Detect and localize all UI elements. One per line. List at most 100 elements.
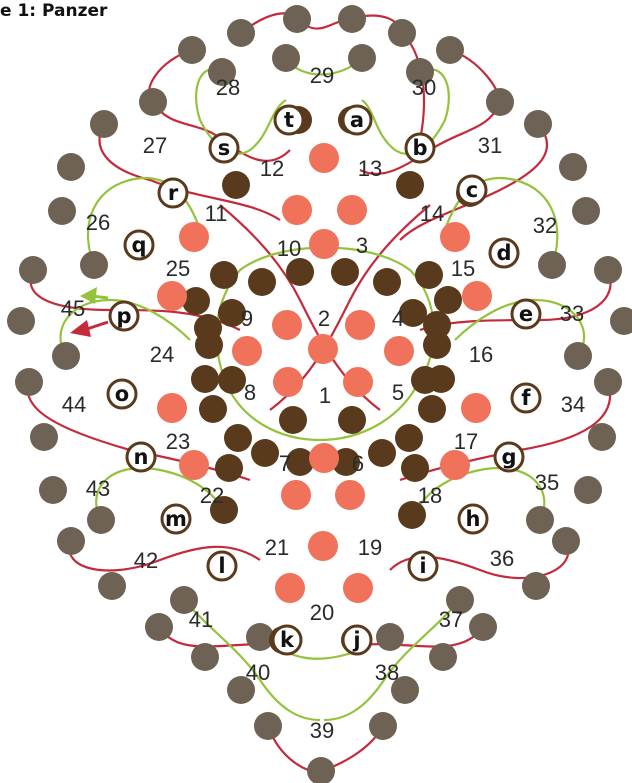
region-number: 44 [62, 392, 86, 417]
region-number: 32 [533, 213, 557, 238]
red-thread [399, 123, 549, 241]
red-thread [98, 123, 281, 221]
inner-bead [332, 448, 360, 476]
outer-bead [446, 586, 474, 614]
inner-bead [286, 258, 314, 286]
anchor-letter: a [350, 108, 364, 132]
accent-bead [308, 334, 338, 364]
inner-bead [411, 366, 439, 394]
anchor-ring [208, 132, 240, 164]
anchor-letter: m [165, 507, 187, 531]
anchor-letter: g [501, 445, 516, 469]
region-number: 38 [375, 660, 399, 685]
anchor-l: l [206, 550, 238, 582]
red-thread [359, 48, 502, 175]
outer-bead [254, 712, 282, 740]
anchor-letter: q [131, 233, 146, 257]
region-number: 5 [392, 380, 404, 405]
outer-bead [283, 5, 311, 33]
region-number: 35 [535, 470, 559, 495]
inner-bead [210, 496, 238, 524]
outer-bead [30, 423, 58, 451]
accent-bead [335, 480, 365, 510]
accent-bead [461, 393, 491, 423]
anchor-letter: c [466, 178, 478, 202]
region-number: 45 [61, 296, 85, 321]
outer-bead [307, 757, 335, 783]
green-thread [183, 599, 321, 722]
anchor-ring [510, 298, 542, 330]
accent-bead [275, 573, 305, 603]
outer-bead [57, 527, 85, 555]
accent-bead [281, 480, 311, 510]
accent-bead [384, 336, 414, 366]
outer-bead [48, 197, 76, 225]
anchor-b: b [404, 132, 436, 164]
inner-bead [222, 171, 250, 199]
accent-bead [343, 367, 373, 397]
green-thread [86, 177, 202, 266]
inner-bead [279, 406, 307, 434]
inner-bead [423, 311, 451, 339]
region-number: 37 [439, 607, 463, 632]
outer-bead [522, 572, 550, 600]
outer-bead [246, 623, 274, 651]
anchor-i: i [407, 550, 439, 582]
anchor-ring [510, 382, 542, 414]
anchor-r: r [157, 177, 189, 209]
anchor-e: e [510, 298, 542, 330]
outer-bead [369, 712, 397, 740]
anchor-h: h [457, 503, 489, 535]
outer-bead [594, 256, 622, 284]
anchor-m: m [160, 503, 192, 535]
anchor-letter: r [168, 181, 179, 205]
outer-bead [19, 256, 47, 284]
region-number: 28 [216, 75, 240, 100]
anchor-letter: o [115, 382, 129, 406]
region-number: 29 [310, 63, 334, 88]
accent-bead [343, 573, 373, 603]
outer-bead [388, 19, 416, 47]
anchor-letter: s [218, 136, 231, 160]
anchor-ring [125, 441, 157, 473]
region-number: 18 [418, 483, 442, 508]
outer-bead [227, 676, 255, 704]
outer-bead [348, 44, 376, 72]
inner-bead [215, 454, 243, 482]
outer-bead [39, 476, 67, 504]
inner-bead [182, 287, 210, 315]
region-number: 34 [561, 392, 585, 417]
inner-bead [331, 258, 359, 286]
anchor-ring [456, 174, 488, 206]
region-number: 16 [469, 342, 493, 367]
region-number: 43 [86, 476, 110, 501]
bead-layer [7, 5, 632, 783]
anchor-g: g [493, 441, 525, 473]
inner-bead [210, 261, 238, 289]
region-number: 23 [166, 429, 190, 454]
region-number: 26 [86, 210, 110, 235]
accent-bead [440, 222, 470, 252]
region-number: 12 [260, 156, 284, 181]
inner-bead [191, 365, 219, 393]
region-number: 6 [352, 451, 364, 476]
anchor-p: p [108, 300, 140, 332]
anchor-ring [493, 441, 525, 473]
anchor-t: t [273, 104, 305, 136]
outer-bead [436, 36, 464, 64]
region-number: 1 [319, 383, 331, 408]
inner-bead [368, 439, 396, 467]
green-thread [195, 68, 287, 155]
inner-bead [396, 171, 424, 199]
region-number: 25 [166, 256, 190, 281]
region-number: 27 [143, 133, 167, 158]
accent-bead [157, 281, 187, 311]
region-number: 15 [451, 256, 475, 281]
outer-bead [406, 58, 434, 86]
pattern-title: e 1: Panzer [0, 1, 108, 21]
anchor-ring [457, 503, 489, 535]
outer-bead [7, 307, 35, 335]
outer-bead [338, 5, 366, 33]
